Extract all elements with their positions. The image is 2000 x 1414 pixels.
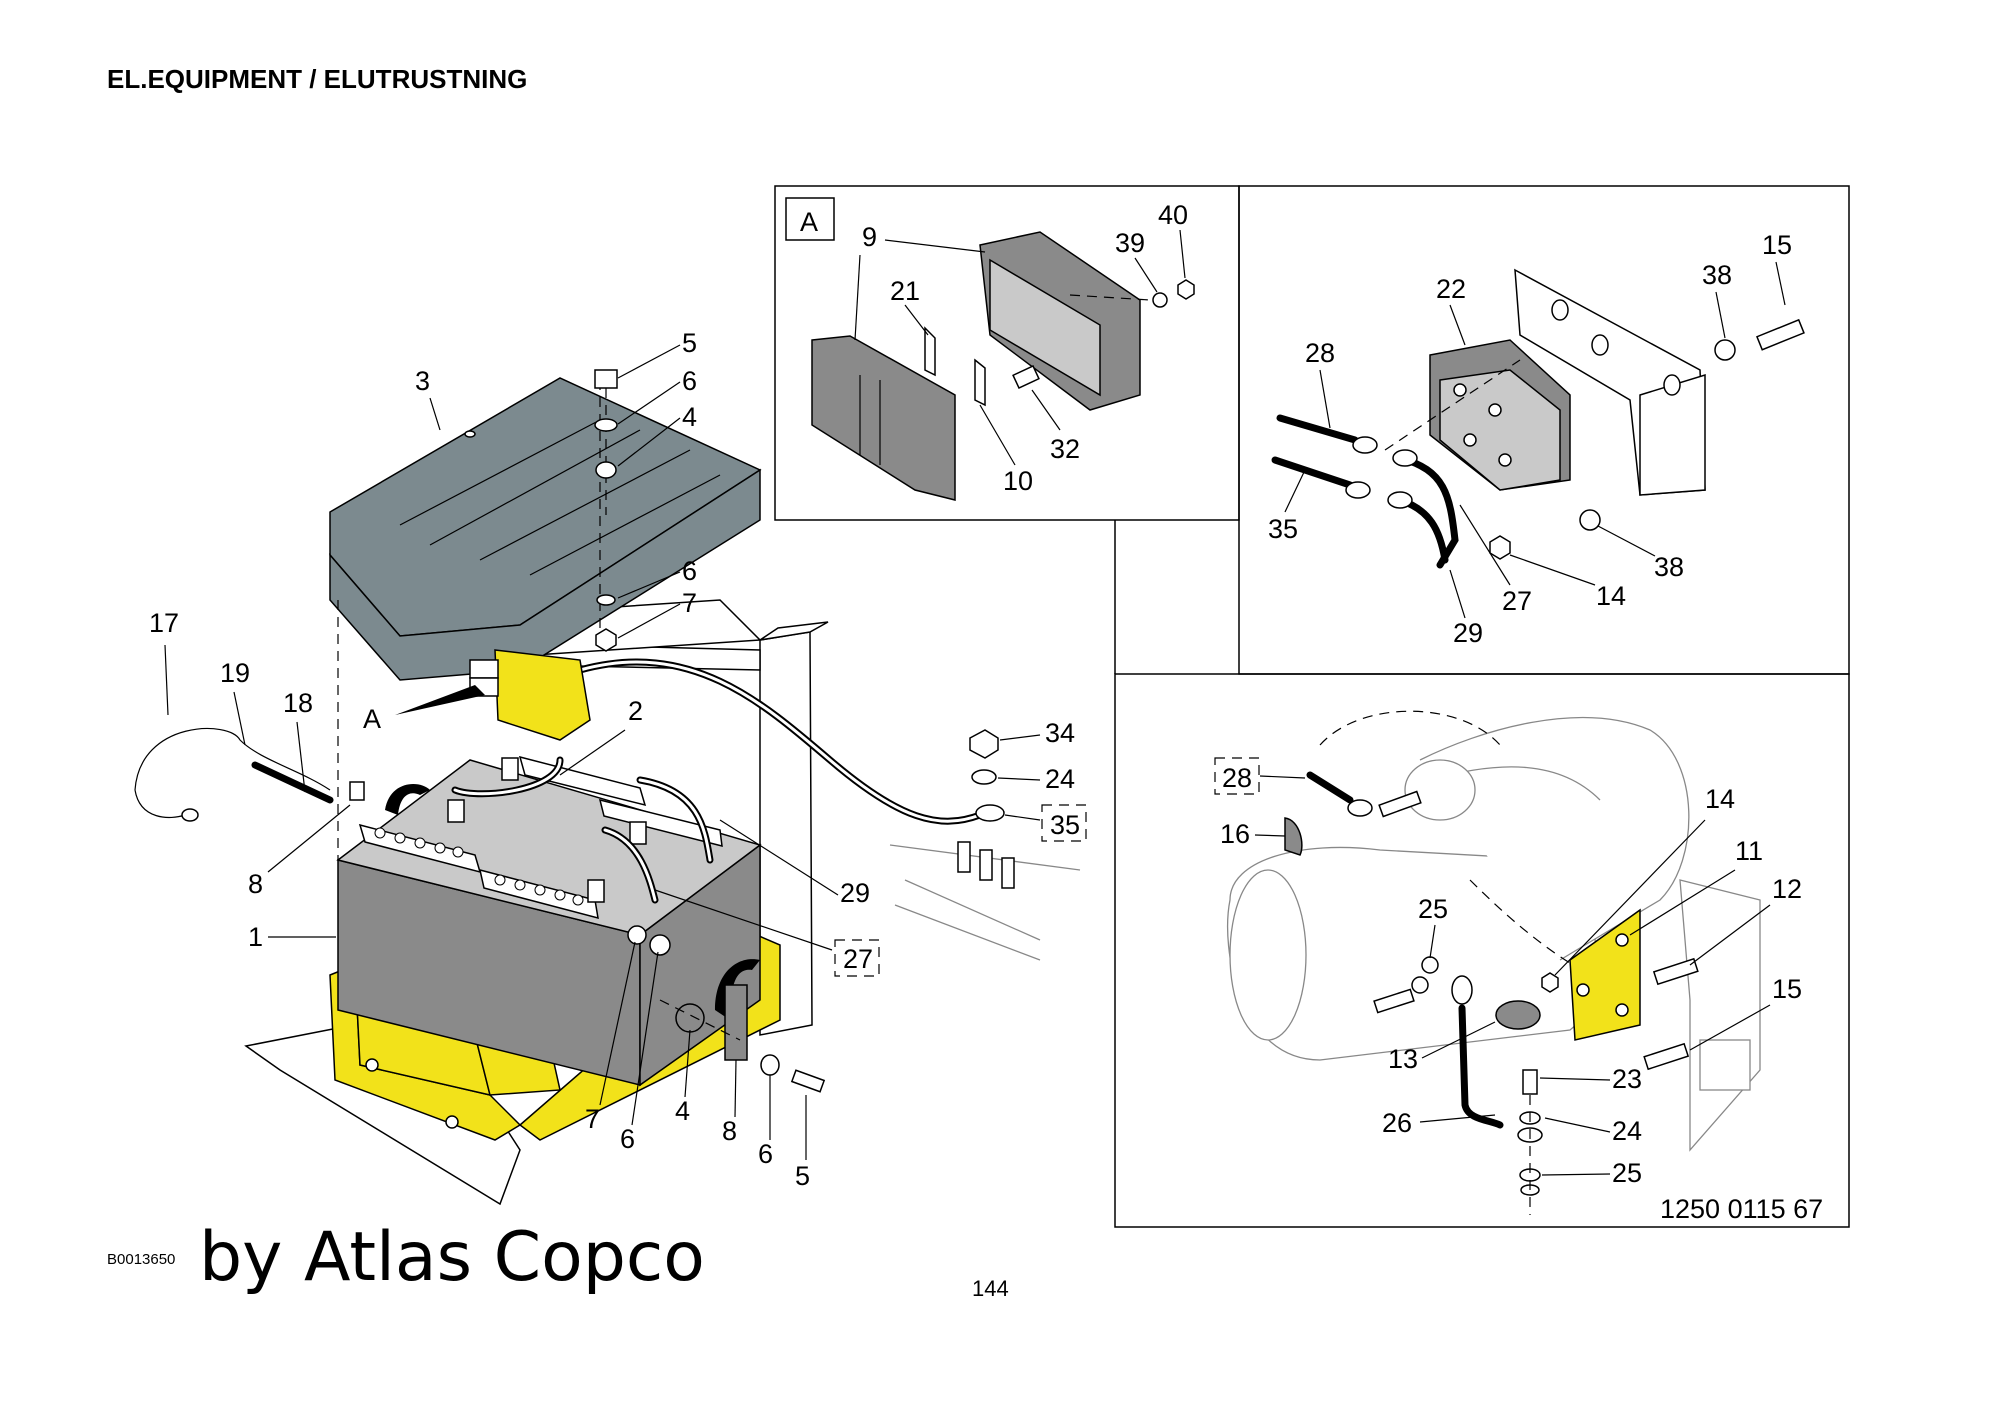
boxed-callout-frame: [1041, 804, 1087, 842]
callout: 10: [1003, 466, 1033, 496]
callout: 6: [682, 556, 697, 586]
callout: 19: [220, 658, 250, 688]
callout: 18: [283, 688, 313, 718]
boxed-callout-frame: [834, 939, 880, 977]
callout: 21: [890, 276, 920, 306]
callout: A: [363, 704, 381, 734]
fuse-cover: [811, 335, 956, 501]
callout: 39: [1115, 228, 1145, 258]
detail-marker-box: [785, 197, 835, 241]
callout: 8: [248, 869, 263, 899]
callout: 17: [149, 608, 179, 638]
callout: 7: [585, 1104, 600, 1134]
callout: 23: [1612, 1064, 1642, 1094]
bottom-right-panel-frame: [1114, 673, 1850, 1228]
page-number: 144: [972, 1276, 1009, 1301]
callout: 34: [1045, 718, 1075, 748]
callout: 28: [1222, 763, 1252, 793]
callout: 4: [682, 402, 697, 432]
callout: 8: [722, 1116, 737, 1146]
callout: 7: [682, 588, 697, 618]
callout: 1: [248, 922, 263, 952]
callout: 4: [675, 1096, 690, 1126]
callout: 12: [1772, 874, 1802, 904]
callout: 32: [1050, 434, 1080, 464]
callout: 29: [840, 878, 870, 908]
callout: 28: [1305, 338, 1335, 368]
callout: 2: [628, 696, 643, 726]
callout: 5: [795, 1161, 810, 1191]
callout: 25: [1612, 1158, 1642, 1188]
callout: 14: [1596, 581, 1626, 611]
bottom-right-callouts: 28 16 14 11 12 25 15 13 23 26 24 25: [1214, 757, 1802, 1188]
callout: 5: [682, 328, 697, 358]
drawing-number: 1250 0115 67: [1660, 1194, 1823, 1224]
callout: 15: [1772, 974, 1802, 1004]
callout: 6: [682, 366, 697, 396]
callout: 35: [1050, 810, 1080, 840]
callout: 27: [843, 944, 873, 974]
callout: 38: [1702, 260, 1732, 290]
boxed-callout-frame: [1214, 757, 1260, 795]
fuse-bracket: [494, 649, 591, 741]
detail-marker-label: A: [800, 207, 818, 237]
callout: 6: [758, 1139, 773, 1169]
page-title: EL.EQUIPMENT / ELUTRUSTNING: [107, 64, 528, 94]
callout: 40: [1158, 200, 1188, 230]
callout: 24: [1045, 764, 1075, 794]
callout: 3: [415, 366, 430, 396]
callout: 38: [1654, 552, 1684, 582]
callout: 16: [1220, 819, 1250, 849]
callout: 24: [1612, 1116, 1642, 1146]
callout: 13: [1388, 1044, 1418, 1074]
detail-a-callouts: 9 21 40 39 32 10: [854, 200, 1188, 496]
callout: 15: [1762, 230, 1792, 260]
brand-watermark: by Atlas Copco: [199, 1218, 705, 1297]
callout: 25: [1418, 894, 1448, 924]
callout: 22: [1436, 274, 1466, 304]
main-callouts: 3 5 6 4 6 7 17 19 18 A 2 8 1 34 24 35 29…: [149, 328, 1087, 1191]
top-right-callouts: 22 15 38 28 35 27 29 14 38: [1268, 230, 1792, 648]
document-id: B0013650: [107, 1251, 176, 1268]
callout: 35: [1268, 514, 1298, 544]
callout: 27: [1502, 586, 1532, 616]
callout: 26: [1382, 1108, 1412, 1138]
callout: 14: [1705, 784, 1735, 814]
callout: 6: [620, 1124, 635, 1154]
callout: 9: [862, 222, 877, 252]
callout: 29: [1453, 618, 1483, 648]
callout: 11: [1735, 836, 1763, 866]
